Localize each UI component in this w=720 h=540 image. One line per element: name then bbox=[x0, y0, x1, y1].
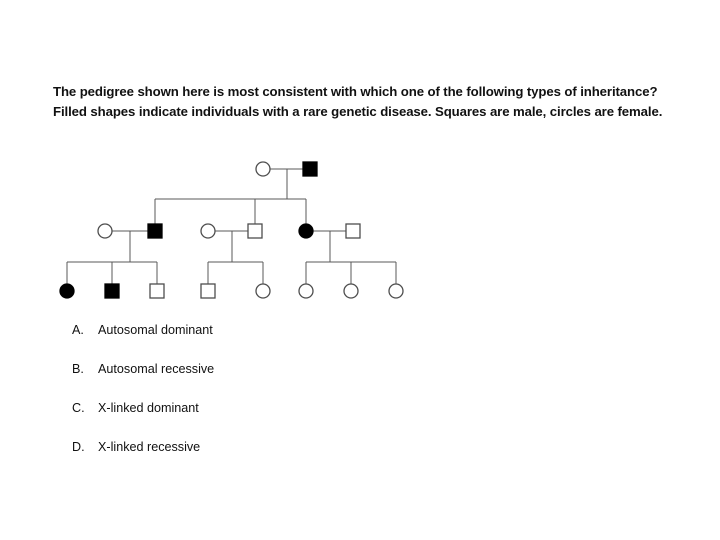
pedigree-individual-i-1-female-unaffected bbox=[255, 161, 271, 177]
answer-option-a[interactable]: A. Autosomal dominant bbox=[72, 323, 492, 362]
pedigree-individual-i-2-male-affected bbox=[302, 161, 318, 177]
pedigree-individual-ii-2-male-affected bbox=[147, 223, 163, 239]
answer-option-d[interactable]: D. X-linked recessive bbox=[72, 440, 492, 479]
pedigree-individual-ii-1-female-unaffected bbox=[97, 223, 113, 239]
answer-option-c-letter: C. bbox=[72, 401, 85, 415]
pedigree-connector-lines bbox=[66, 168, 397, 284]
pedigree-individual-iii-3-male-unaffected bbox=[149, 283, 165, 299]
answer-option-list: A. Autosomal dominant B. Autosomal reces… bbox=[72, 323, 492, 479]
answer-option-d-text: X-linked recessive bbox=[98, 440, 201, 454]
answer-option-b-letter: B. bbox=[72, 362, 84, 376]
answer-option-a-letter: A. bbox=[72, 323, 84, 337]
question-stem: The pedigree shown here is most consiste… bbox=[53, 84, 663, 119]
pedigree-individual-ii-4-male-unaffected bbox=[247, 223, 263, 239]
answer-option-b-text: Autosomal recessive bbox=[98, 362, 215, 376]
answer-option-c-text: X-linked dominant bbox=[98, 401, 199, 415]
pedigree-individual-iii-4-male-unaffected bbox=[200, 283, 216, 299]
answer-option-b[interactable]: B. Autosomal recessive bbox=[72, 362, 492, 401]
pedigree-individual-iii-5-female-unaffected bbox=[255, 283, 271, 299]
pedigree-individual-iii-1-female-affected bbox=[59, 283, 75, 299]
pedigree-individual-iii-8-female-unaffected bbox=[388, 283, 404, 299]
pedigree-individual-ii-3-female-unaffected bbox=[200, 223, 216, 239]
answer-option-c[interactable]: C. X-linked dominant bbox=[72, 401, 492, 440]
pedigree-individual-ii-6-male-unaffected bbox=[345, 223, 361, 239]
pedigree-individual-iii-6-female-unaffected bbox=[298, 283, 314, 299]
pedigree-individual-ii-5-female-affected bbox=[298, 223, 314, 239]
pedigree-individual-iii-2-male-affected bbox=[104, 283, 120, 299]
pedigree-individual-iii-7-female-unaffected bbox=[343, 283, 359, 299]
pedigree-individual-shapes bbox=[59, 161, 404, 299]
answer-option-d-letter: D. bbox=[72, 440, 85, 454]
answer-option-a-text: Autosomal dominant bbox=[98, 323, 213, 337]
